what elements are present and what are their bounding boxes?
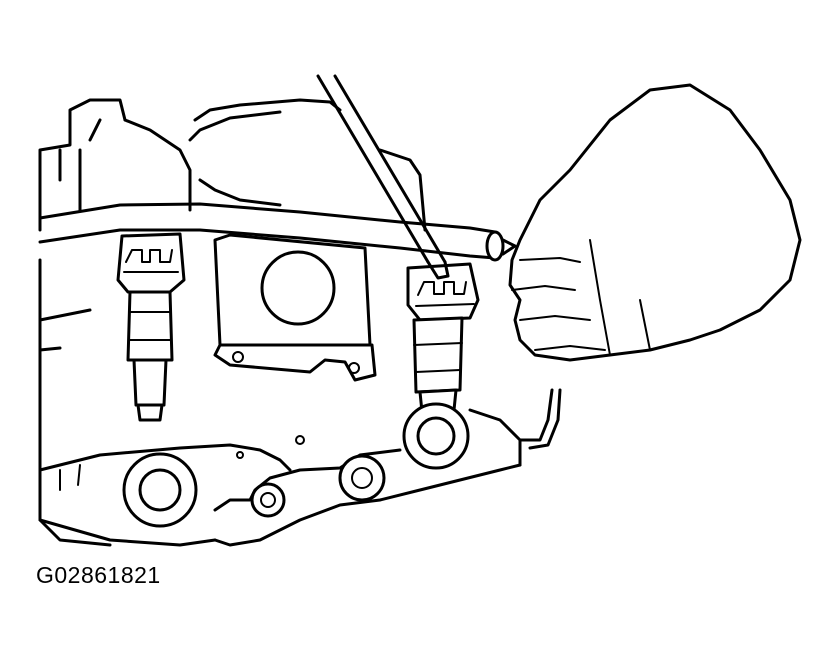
engine-block-outline bbox=[38, 98, 427, 547]
left-fuel-injector bbox=[116, 232, 186, 422]
figure-code: G02861821 bbox=[36, 562, 161, 588]
hand-icon bbox=[508, 83, 802, 362]
screwdriver-tool bbox=[316, 74, 450, 280]
fuel-rail bbox=[38, 202, 517, 262]
throttle-housing bbox=[213, 233, 377, 382]
intake-manifold-flange bbox=[38, 388, 562, 547]
